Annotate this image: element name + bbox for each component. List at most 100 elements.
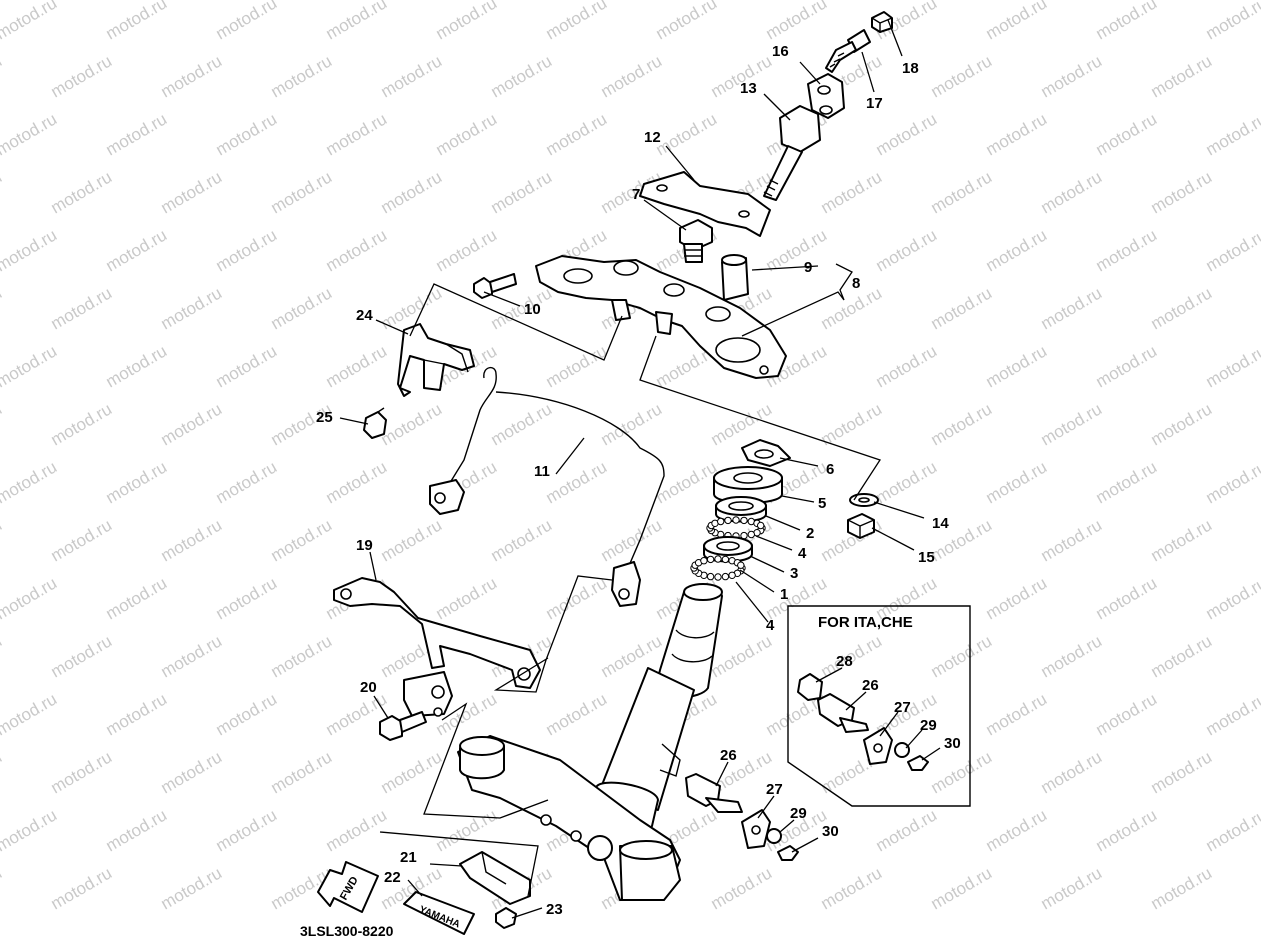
watermark-text: motod.ru [1148,51,1216,101]
part-29-washer[interactable] [766,828,782,844]
watermark-text: motod.ru [818,863,886,913]
watermark-text: motod.ru [0,457,60,507]
bearing-ball [747,530,755,539]
watermark-text: motod.ru [158,515,226,565]
watermark-text: motod.ru [0,283,5,333]
callout-15: 15 [918,549,935,566]
watermark-text: motod.ru [213,109,281,159]
part-5-ring-nut[interactable] [713,466,783,504]
watermark-text: motod.ru [1258,863,1261,913]
part-14-washer[interactable] [849,493,879,507]
watermark-text: motod.ru [323,341,391,391]
steering-stem[interactable] [593,583,723,832]
watermark-text: motod.ru [48,863,116,913]
watermark-text: motod.ru [928,283,996,333]
part-7-bolt[interactable] [679,219,713,263]
part-15-nut[interactable] [847,513,875,539]
inset-part-26[interactable] [817,693,869,733]
watermark-text: motod.ru [1148,863,1216,913]
bearing-ball [714,573,722,581]
watermark-text: motod.ru [1203,805,1261,855]
watermark-text: motod.ru [1038,51,1106,101]
watermark-text: motod.ru [983,805,1051,855]
watermark-text: motod.ru [213,805,281,855]
watermark-text: motod.ru [213,0,281,43]
bearing-ball [706,555,715,564]
part-25-bolt[interactable] [363,407,387,439]
bearing-ball [721,555,730,564]
part-2-bearing-race[interactable] [715,496,767,523]
watermark-text: motod.ru [158,747,226,797]
watermark-text: motod.ru [983,109,1051,159]
callout-16: 16 [772,43,789,60]
watermark-text: motod.ru [268,51,336,101]
watermark-text: motod.ru [488,515,556,565]
part-23-screw[interactable] [495,907,517,929]
watermark-text: motod.ru [1093,109,1161,159]
watermark-text: motod.ru [48,399,116,449]
callout-13: 13 [740,80,757,97]
watermark-text: motod.ru [488,51,556,101]
inset-part-27[interactable] [863,727,893,765]
part-20-bolt[interactable] [379,711,427,741]
watermark-text: motod.ru [323,0,391,43]
watermark-text: motod.ru [928,863,996,913]
part-16-upper-holder[interactable] [807,73,845,119]
part-10-bolt[interactable] [473,273,517,299]
part-11-wire[interactable] [429,367,665,607]
watermark-text: motod.ru [323,805,391,855]
watermark-text: motod.ru [1093,457,1161,507]
callout-23: 23 [546,901,563,918]
part-21-bracket[interactable] [459,851,531,905]
watermark-text: motod.ru [1148,515,1216,565]
lower-bracket[interactable] [457,735,681,901]
watermark-text: motod.ru [433,225,501,275]
inset-part-29[interactable] [894,742,910,758]
watermark-text: motod.ru [928,167,996,217]
watermark-text: motod.ru [103,341,171,391]
callout-12: 12 [644,129,661,146]
watermark-text: motod.ru [323,109,391,159]
watermark-text: motod.ru [213,341,281,391]
part-13-lower-holder[interactable] [763,105,821,201]
part-19-stay[interactable] [333,577,541,717]
watermark-text: motod.ru [873,457,941,507]
bearing-ball [714,555,722,563]
watermark-text: motod.ru [0,805,60,855]
callout-4a: 4 [798,545,807,562]
watermark-text: motod.ru [268,747,336,797]
watermark-text: motod.ru [268,167,336,217]
part-22-emblem[interactable]: YAMAHA [403,891,475,935]
callout-1: 1 [780,586,788,603]
watermark-text: motod.ru [1258,515,1261,565]
part-12-plate[interactable] [639,171,771,237]
part-9-bush[interactable] [721,254,749,301]
part-4-lower-balls[interactable] [690,555,746,581]
part-17-bolt[interactable] [825,29,871,73]
part-24-bracket[interactable] [397,323,475,397]
part-27-cover[interactable] [741,809,771,849]
watermark-text: motod.ru [0,631,5,681]
watermark-text: motod.ru [1038,863,1106,913]
watermark-text: motod.ru [1203,457,1261,507]
watermark-text: motod.ru [983,0,1051,43]
watermark-text: motod.ru [0,573,60,623]
part-18-cap-nut[interactable] [871,11,893,33]
watermark-text: motod.ru [0,109,60,159]
watermark-text: motod.ru [1258,283,1261,333]
watermark-text: motod.ru [873,225,941,275]
watermark-text: motod.ru [268,631,336,681]
watermark-text: motod.ru [653,109,721,159]
part-8-upper-bracket[interactable] [535,255,787,379]
watermark-text: motod.ru [1093,573,1161,623]
watermark-text: motod.ru [103,457,171,507]
part-30-screw[interactable] [777,845,799,861]
watermark-text: motod.ru [48,747,116,797]
part-6-lock-washer[interactable] [741,439,791,467]
callout-19: 19 [356,537,373,554]
watermark-text: motod.ru [103,573,171,623]
watermark-text: motod.ru [103,225,171,275]
inset-part-28[interactable] [797,673,823,701]
part-26-lock[interactable] [685,773,743,813]
watermark-text: motod.ru [1038,631,1106,681]
